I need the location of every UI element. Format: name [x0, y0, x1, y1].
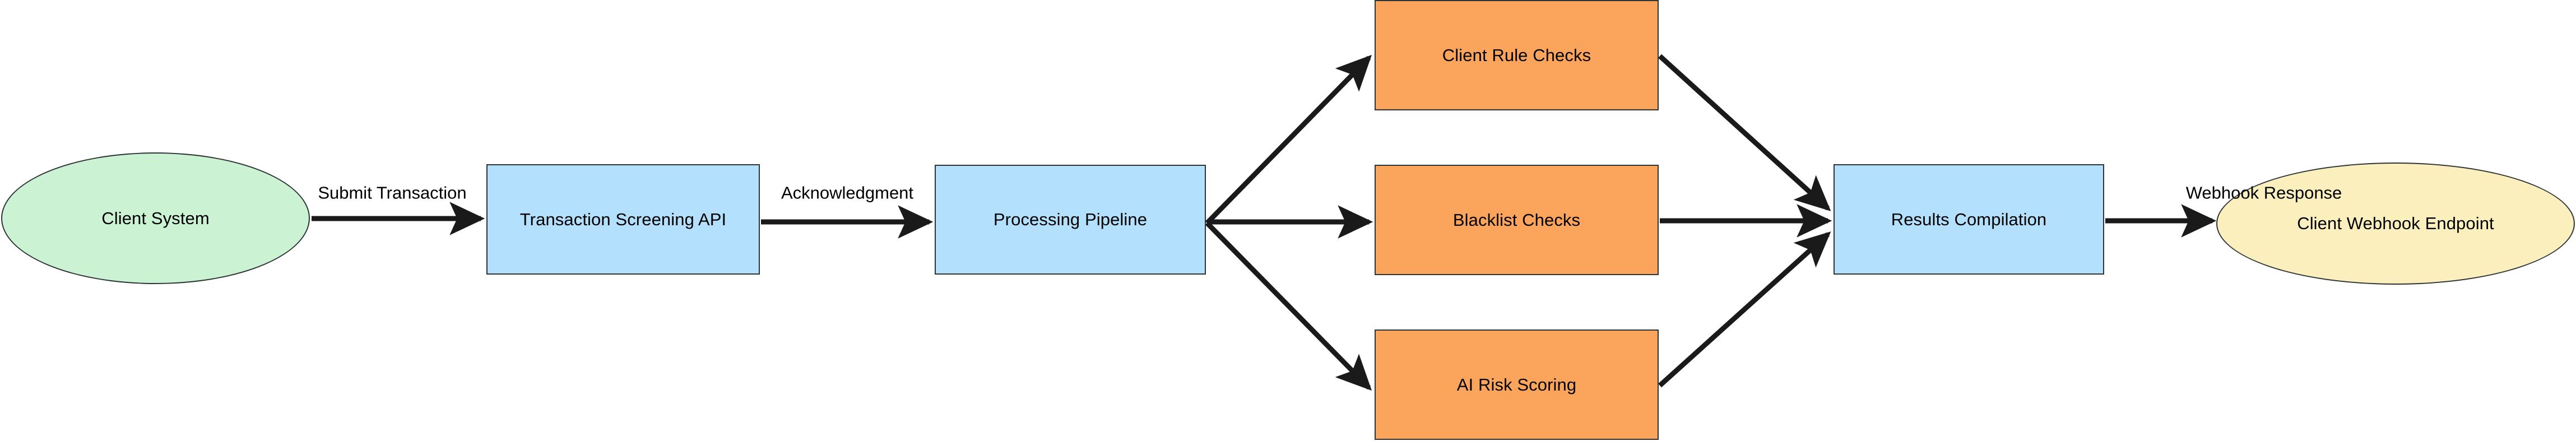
node-results-compilation[interactable]: Results Compilation [1834, 164, 2104, 275]
node-client-system[interactable]: Client System [1, 152, 310, 284]
edge-pipeline-to-client-rule-checks [1205, 54, 1372, 225]
edge-label-acknowledgment: Acknowledgment [781, 183, 914, 203]
node-processing-pipeline[interactable]: Processing Pipeline [935, 165, 1206, 275]
node-blacklist-checks-label: Blacklist Checks [1452, 210, 1581, 230]
node-transaction-screening-api-label: Transaction Screening API [519, 209, 727, 229]
edge-label-submit-transaction: Submit Transaction [318, 183, 467, 203]
node-client-rule-checks[interactable]: Client Rule Checks [1375, 0, 1659, 110]
edge-pipeline-to-ai-risk-scoring [1205, 221, 1372, 391]
edge-label-webhook-response: Webhook Response [2185, 183, 2342, 203]
edge-client-rule-checks-to-results [1658, 54, 1831, 211]
node-ai-risk-scoring[interactable]: AI Risk Scoring [1375, 329, 1659, 440]
node-transaction-screening-api[interactable]: Transaction Screening API [486, 164, 760, 275]
node-client-webhook-endpoint-label: Client Webhook Endpoint [2297, 213, 2494, 234]
node-ai-risk-scoring-label: AI Risk Scoring [1456, 374, 1577, 394]
edge-ai-risk-scoring-to-results [1658, 231, 1831, 388]
node-client-system-label: Client System [101, 208, 210, 228]
node-blacklist-checks[interactable]: Blacklist Checks [1375, 165, 1659, 275]
node-client-rule-checks-label: Client Rule Checks [1442, 45, 1591, 65]
node-client-webhook-endpoint[interactable]: Client Webhook Endpoint [2216, 163, 2575, 285]
node-results-compilation-label: Results Compilation [1891, 209, 2047, 229]
node-processing-pipeline-label: Processing Pipeline [993, 210, 1148, 230]
